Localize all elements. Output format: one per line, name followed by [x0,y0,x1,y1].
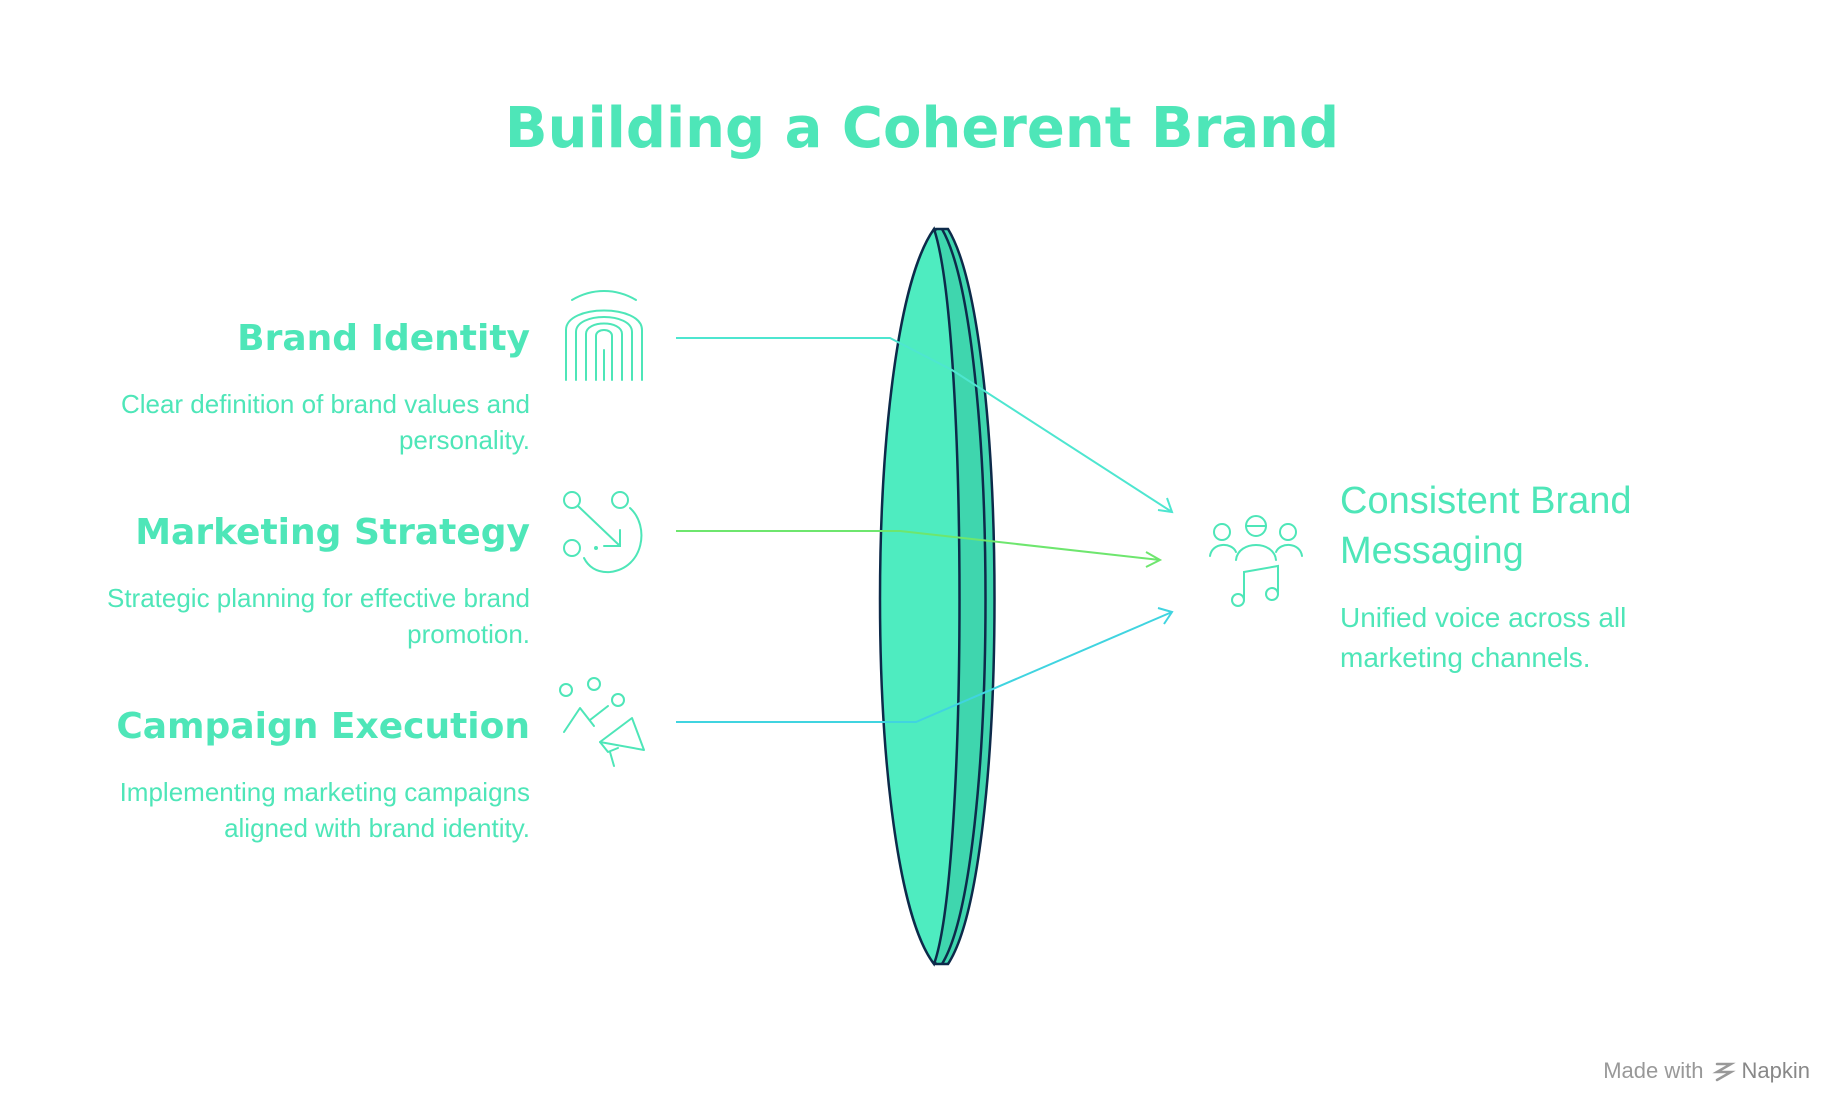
brand-identity-title: Brand Identity [237,318,530,359]
campaign-execution-title: Campaign Execution [116,706,530,747]
arrowhead-brand-identity [1157,497,1174,514]
output-title: Consistent Brand Messaging [1340,480,1632,572]
output-description: Unified voice across all marketing chann… [1340,602,1627,673]
marketing-strategy-description: Strategic planning for effective brand p… [106,583,530,649]
napkin-logo-icon [1711,1062,1736,1082]
connector-brand-identity [676,337,1173,513]
made-with-label: Made with [1603,1058,1704,1083]
audience-music-icon [1209,515,1303,607]
diagram-title: Building a Coherent Brand [504,96,1340,161]
brand-identity-description: Clear definition of brand values and per… [120,389,530,455]
napkin-label: Napkin [1741,1058,1810,1083]
fingerprint-icon [565,290,643,381]
connector-marketing-strategy [676,530,1161,561]
connector-campaign-execution [676,611,1173,723]
arrowhead-marketing-strategy [1145,551,1163,568]
campaign-execution-description: Implementing marketing campaigns aligned… [119,777,530,843]
marketing-strategy-title: Marketing Strategy [135,512,530,553]
arrowhead-campaign-execution [1157,607,1174,625]
megaphone-icon [559,677,645,767]
made-with-napkin-badge[interactable]: Made with Napkin [1603,1058,1810,1084]
lens-front [878,226,961,967]
lens-middle [940,228,987,965]
strategy-arrow-icon [563,491,643,574]
